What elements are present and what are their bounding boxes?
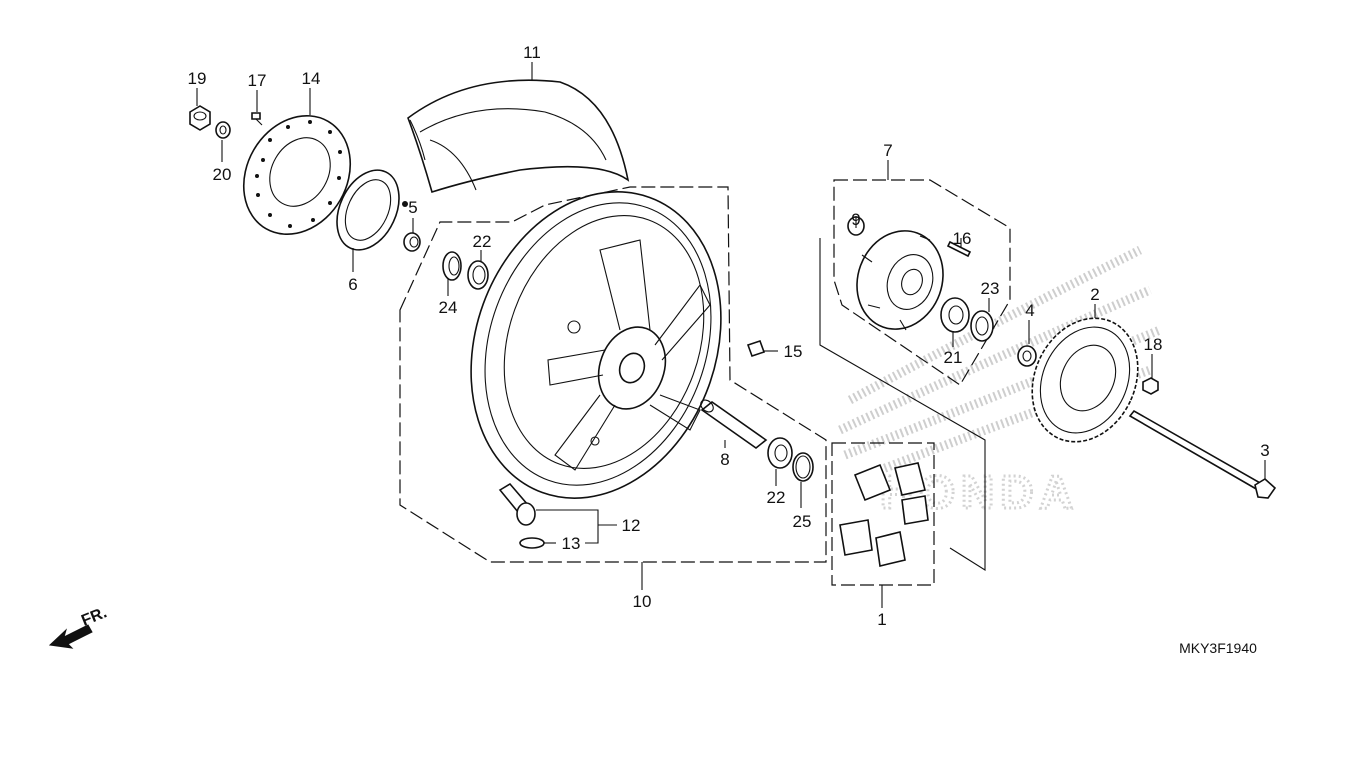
label-7: 7 [883, 141, 892, 160]
label-4: 4 [1025, 301, 1034, 320]
label-5: 5 [408, 198, 417, 217]
label-6: 6 [348, 275, 357, 294]
label-24: 24 [439, 298, 458, 317]
label-2: 2 [1090, 285, 1099, 304]
hub-dust-seal [970, 310, 994, 342]
label-20: 20 [213, 165, 232, 184]
sprocket-collar [1017, 345, 1037, 367]
rear-axle [1128, 409, 1277, 499]
flange-nut [189, 105, 211, 131]
label-14: 14 [302, 69, 321, 88]
label-17: 17 [248, 71, 267, 90]
o-ring [792, 452, 814, 482]
balance-weight [746, 339, 766, 358]
radial-bearing-left [467, 260, 489, 290]
radial-bearing-right [767, 437, 793, 469]
label-18: 18 [1144, 335, 1163, 354]
label-25: 25 [793, 512, 812, 531]
dust-seal-ring [336, 169, 408, 251]
label-11: 11 [523, 43, 541, 62]
brake-disc [242, 114, 352, 236]
side-collar [403, 232, 421, 252]
rear-wheel [470, 191, 722, 499]
drawing-code: MKY3F1940 [1179, 640, 1257, 656]
valve-o-ring [519, 537, 545, 549]
part-labels: 11 19 17 14 20 5 6 22 24 7 9 16 23 21 4 … [188, 43, 1270, 629]
hub-leader-frame [819, 238, 986, 571]
label-22-left: 22 [473, 232, 492, 251]
fr-label: FR. [79, 604, 109, 629]
label-22-right: 22 [767, 488, 786, 507]
label-21: 21 [944, 348, 963, 367]
damper-rubbers [839, 462, 929, 567]
wheel-assembly-outline [399, 186, 827, 563]
label-13: 13 [562, 534, 581, 553]
label-10: 10 [633, 592, 652, 611]
label-12: 12 [622, 516, 641, 535]
stud-bolt [946, 240, 972, 258]
hub-assembly-outline [833, 179, 1011, 386]
disc-bolt [251, 112, 263, 126]
sprocket-nut [1142, 377, 1159, 395]
dust-seal [442, 251, 462, 281]
damper-set-outline [831, 442, 935, 586]
distance-collar [700, 399, 768, 449]
label-1: 1 [877, 610, 886, 629]
label-9: 9 [851, 210, 860, 229]
label-15: 15 [784, 342, 803, 361]
label-8: 8 [720, 450, 729, 469]
tire [407, 79, 630, 194]
label-3: 3 [1260, 441, 1269, 460]
washer [215, 121, 231, 139]
label-16: 16 [953, 229, 972, 248]
driven-flange-hub [856, 230, 944, 331]
front-direction-arrow: FR. [48, 604, 109, 649]
driven-sprocket [1031, 317, 1139, 443]
leader-lines [196, 62, 1266, 608]
hub-bearing [940, 297, 970, 333]
label-19: 19 [188, 69, 207, 88]
air-valve [498, 482, 536, 526]
label-23: 23 [981, 279, 1000, 298]
